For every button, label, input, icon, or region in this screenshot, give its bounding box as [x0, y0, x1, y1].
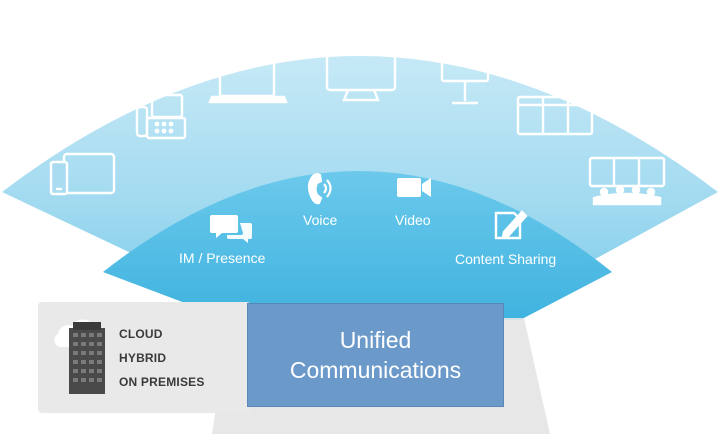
phone-handset-icon: [307, 173, 332, 205]
cloud-building-icon: [54, 319, 105, 394]
video-camera-icon: [397, 178, 431, 197]
inner-service-arc: [103, 171, 612, 320]
room-video-system-icon: [325, 32, 397, 102]
core-title-line-1: Unified: [339, 327, 412, 353]
core-title-line-2: Communications: [289, 357, 462, 383]
document-edit-icon: [494, 210, 528, 240]
chat-bubbles-icon: [210, 215, 252, 243]
service-label-voice: Voice: [303, 212, 338, 228]
service-label-video: Video: [395, 212, 431, 228]
telepresence-room-icon: [588, 156, 666, 206]
deployment-option-hybrid: HYBRID: [119, 351, 167, 365]
unified-communications-box: Unified Communications: [247, 303, 504, 407]
desk-phone-icon: [135, 93, 187, 140]
service-label-im-presence: IM / Presence: [179, 250, 266, 266]
laptop-icon: [208, 58, 288, 104]
deployment-option-cloud: CLOUD: [119, 327, 163, 341]
deployment-option-on-premises: ON PREMISES: [119, 375, 205, 389]
service-label-content-sharing: Content Sharing: [455, 251, 557, 267]
multi-screen-system-icon: [516, 95, 594, 136]
tablet-phone-icon: [49, 152, 116, 196]
desk-video-system-icon: [440, 42, 490, 105]
